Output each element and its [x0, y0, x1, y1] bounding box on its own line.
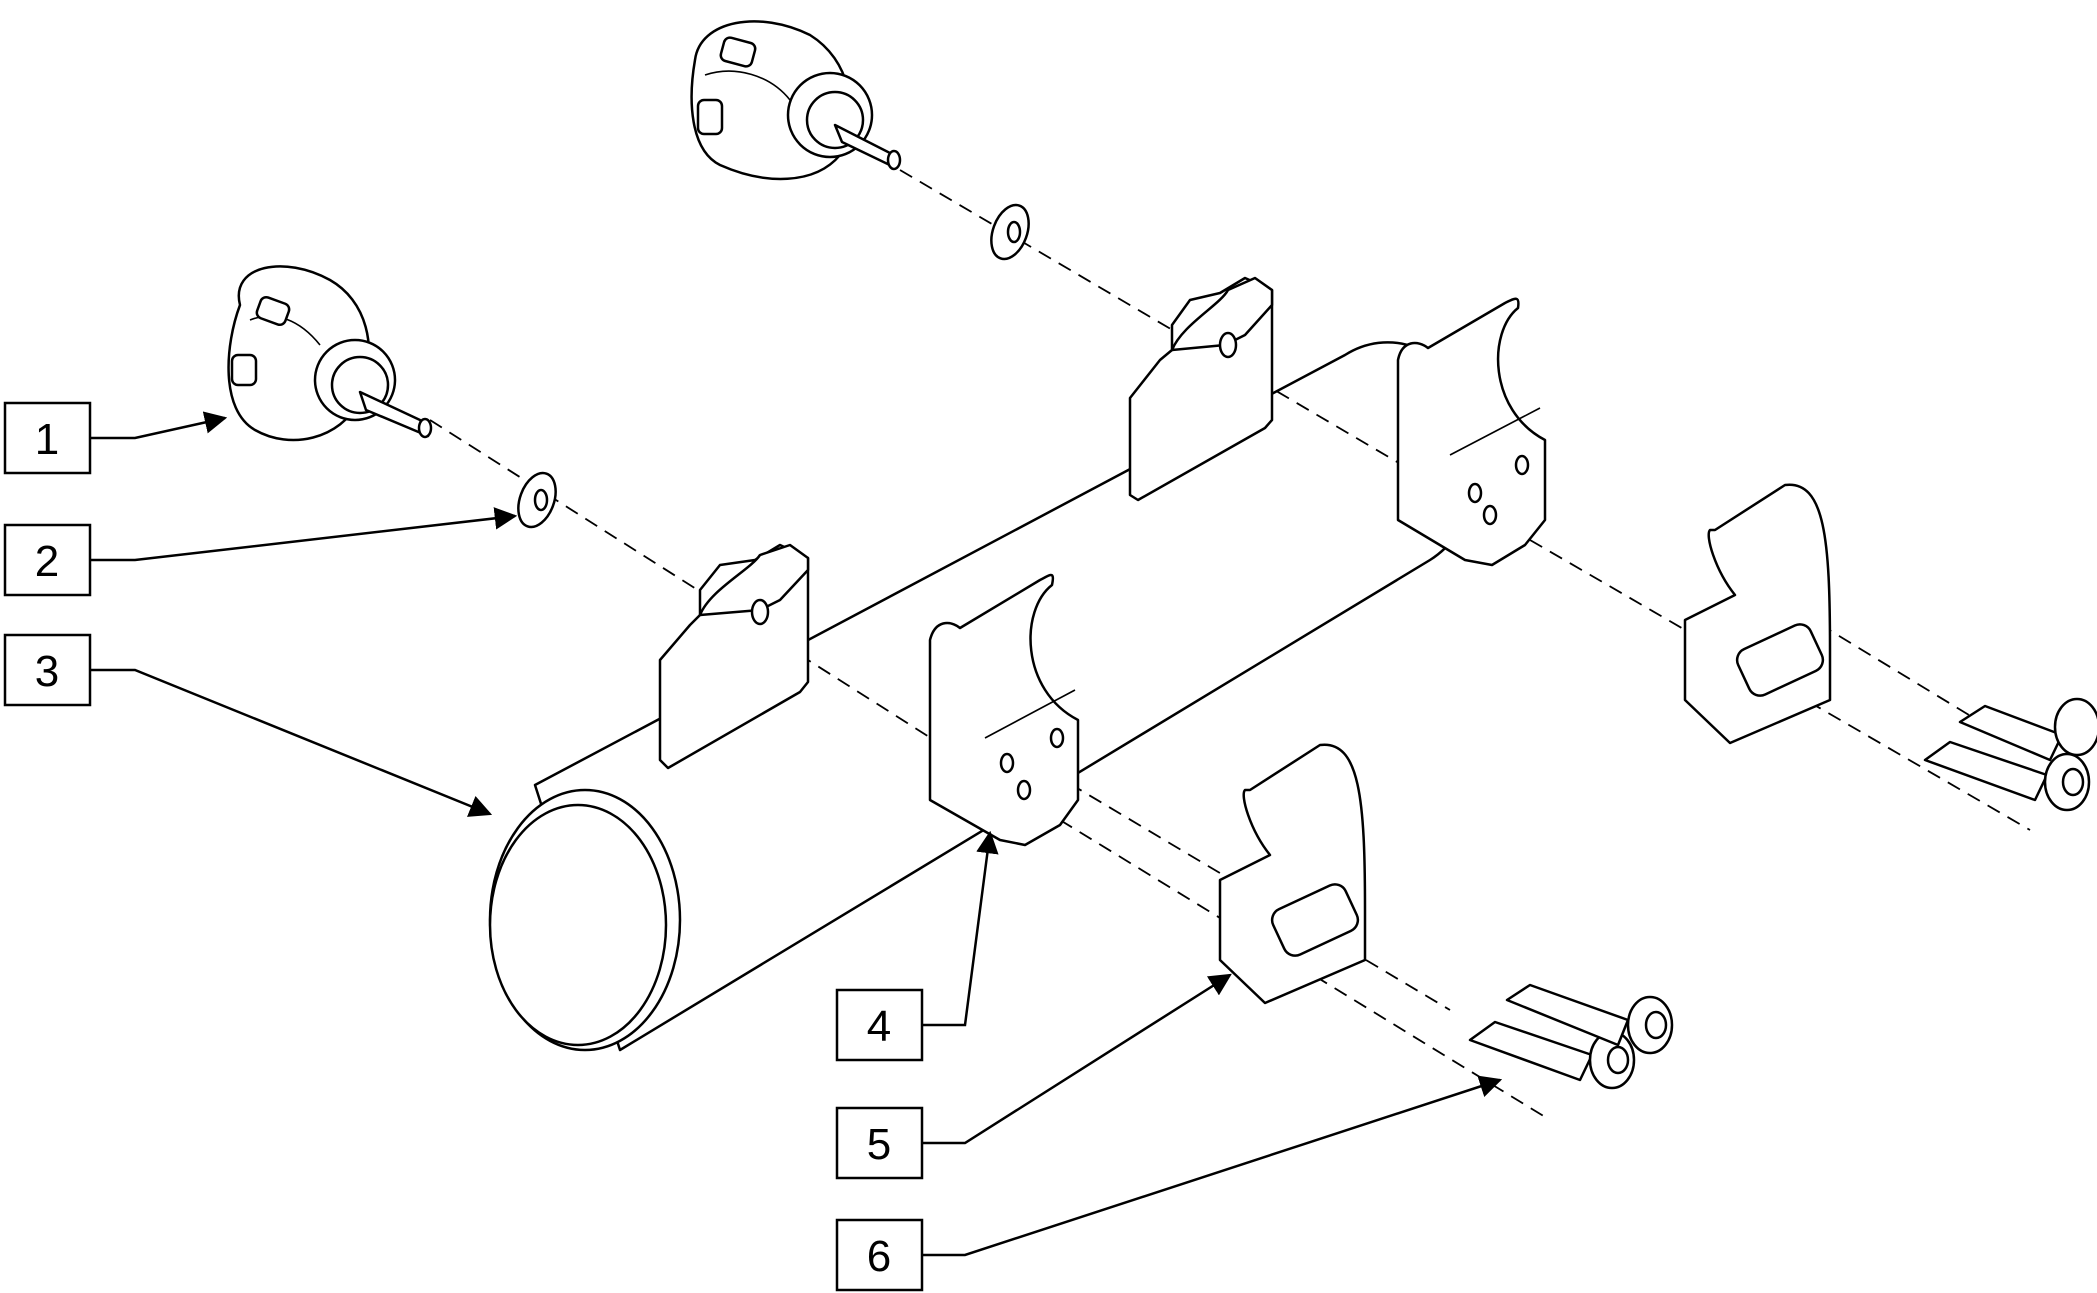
callout-3: 3	[3, 633, 92, 707]
callout-label-2: 2	[35, 537, 59, 586]
screws-rear	[1923, 697, 2097, 812]
callout-label-5: 5	[867, 1120, 891, 1169]
clamp-rear	[1396, 297, 1547, 567]
washer-rear	[990, 203, 1030, 261]
callout-label-1: 1	[35, 415, 59, 464]
knob-front	[227, 265, 433, 442]
washer-front	[517, 471, 557, 529]
knob-rear	[690, 20, 902, 181]
saddle-block-front	[1218, 743, 1367, 1005]
callout-label-4: 4	[867, 1002, 891, 1051]
callout-1: 1	[3, 401, 92, 475]
hook-plate-front	[658, 543, 810, 770]
clamp-front	[928, 573, 1080, 847]
callout-label-6: 6	[867, 1232, 891, 1281]
leader-lines	[90, 411, 1503, 1257]
callout-6: 6	[835, 1218, 924, 1292]
callout-label-3: 3	[35, 647, 59, 696]
callout-4: 4	[835, 988, 924, 1062]
hook-plate-rear	[1128, 276, 1274, 502]
callout-5: 5	[835, 1106, 924, 1180]
callout-2: 2	[3, 523, 92, 597]
screws-front	[1468, 983, 1674, 1090]
saddle-block-rear	[1683, 483, 1832, 745]
